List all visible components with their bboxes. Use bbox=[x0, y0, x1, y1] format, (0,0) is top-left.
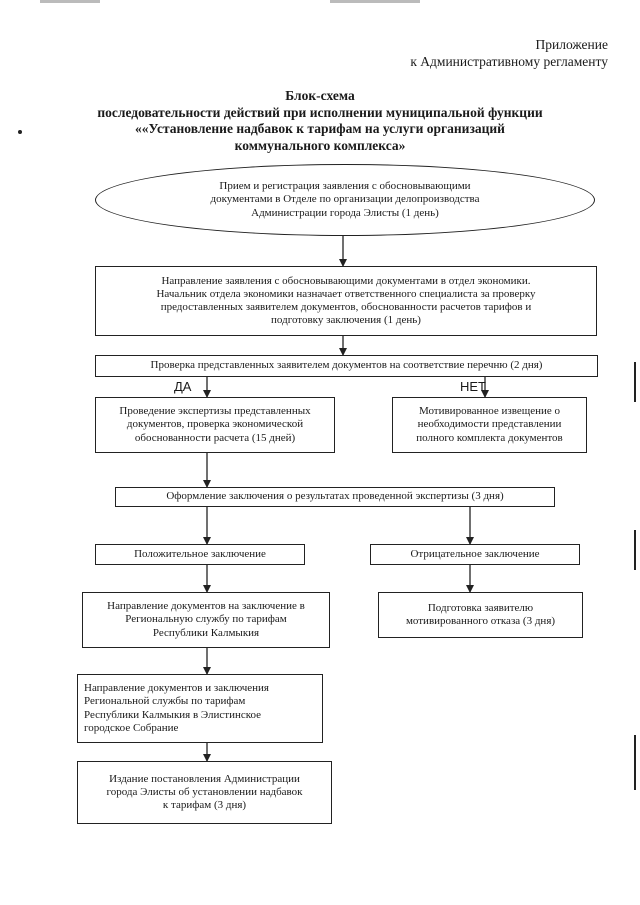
conclusion-box: Оформление заключения о результатах пров… bbox=[115, 487, 555, 507]
positive-conclusion-box: Положительное заключение bbox=[95, 544, 305, 565]
check-documents-box: Проверка представленных заявителем докум… bbox=[95, 355, 598, 377]
refusal-box: Подготовка заявителю мотивированного отк… bbox=[378, 592, 583, 638]
send-to-council-box: Направление документов и заключения Реги… bbox=[77, 674, 323, 743]
branch-no-label: НЕТ bbox=[460, 379, 486, 394]
send-to-tariff-service-box: Направление документов на заключение в Р… bbox=[82, 592, 330, 648]
appendix-note: Приложение к Административному регламент… bbox=[410, 37, 608, 69]
expertise-box: Проведение экспертизы представленных док… bbox=[95, 397, 335, 453]
scan-edge-mark bbox=[634, 362, 636, 402]
negative-conclusion-box: Отрицательное заключение bbox=[370, 544, 580, 565]
decree-box: Издание постановления Администрации горо… bbox=[77, 761, 332, 824]
send-to-economics-box: Направление заявления с обосновывающими … bbox=[95, 266, 597, 336]
scan-edge-mark bbox=[634, 735, 636, 790]
scan-artifact bbox=[40, 0, 100, 3]
scan-edge-mark bbox=[634, 530, 636, 570]
start-ellipse: Прием и регистрация заявления с обосновы… bbox=[95, 164, 595, 236]
page-title: Блок-схема последовательности действий п… bbox=[97, 88, 543, 153]
scan-artifact bbox=[330, 0, 420, 3]
branch-yes-label: ДА bbox=[174, 379, 192, 394]
incomplete-notice-box: Мотивированное извещение о необходимости… bbox=[392, 397, 587, 453]
scan-dot bbox=[18, 130, 22, 134]
